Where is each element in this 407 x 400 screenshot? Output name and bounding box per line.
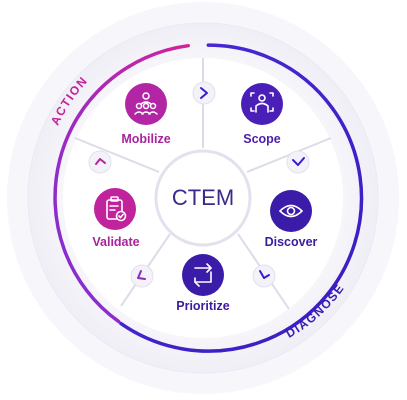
chevron-marker-left — [88, 150, 112, 174]
chevron-marker-top — [192, 81, 216, 105]
eye-icon — [278, 204, 304, 218]
clipboard-check-icon — [106, 196, 127, 222]
stage-label-validate: Validate — [92, 235, 139, 249]
center-label: CTEM — [172, 185, 234, 210]
stage-discover: Discover — [265, 190, 318, 249]
scope-icon — [250, 92, 274, 113]
stage-validate: Validate — [92, 188, 140, 249]
chevron-up-left-icon — [137, 270, 146, 280]
stage-scope: Scope — [241, 83, 283, 146]
diagnose-arc — [119, 43, 364, 353]
chevron-up-icon — [95, 158, 106, 165]
validate-icon-badge — [94, 188, 136, 230]
stage-label-mobilize: Mobilize — [121, 132, 170, 146]
team-icon — [134, 92, 158, 115]
chevron-marker-bottom-left — [130, 264, 154, 288]
chevron-down-icon — [292, 157, 305, 166]
stage-prioritize: Prioritize — [176, 254, 230, 313]
chevron-down-left-icon — [259, 270, 270, 279]
chevron-markers — [88, 81, 310, 288]
prioritize-arrows-icon — [194, 263, 212, 287]
stage-label-prioritize: Prioritize — [176, 299, 230, 313]
stage-label-discover: Discover — [265, 235, 318, 249]
discover-icon-badge — [270, 190, 312, 232]
action-arc — [53, 43, 190, 324]
chevron-right-icon — [200, 87, 208, 99]
chevron-marker-right — [286, 150, 310, 174]
prioritize-icon-badge — [182, 254, 224, 296]
stage-label-scope: Scope — [243, 132, 281, 146]
stage-mobilize: Mobilize — [121, 83, 171, 146]
center-hub-ring — [154, 149, 252, 247]
